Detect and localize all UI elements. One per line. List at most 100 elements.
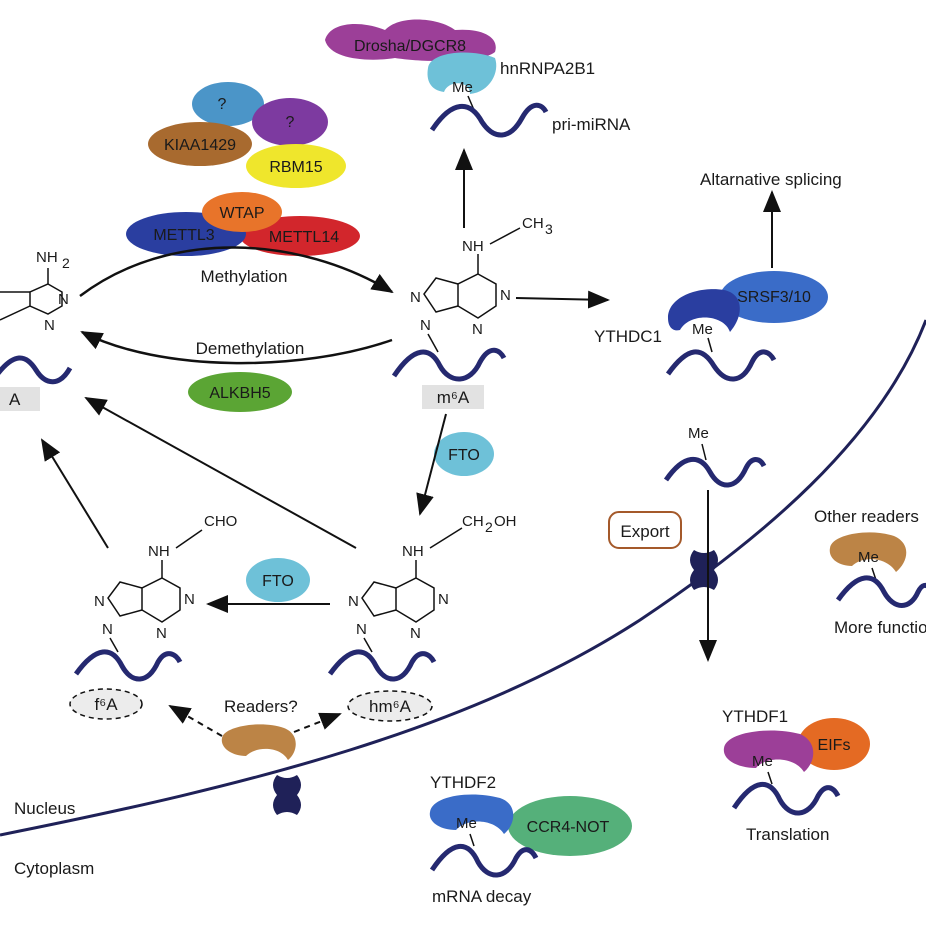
arrow-readers-to-hm6a [293, 712, 342, 733]
ythdf2-reader [429, 794, 514, 834]
svg-text:FTO: FTO [448, 447, 480, 464]
svg-text:RBM15: RBM15 [269, 159, 322, 176]
svg-text:Me: Me [456, 815, 477, 832]
pri-mirna-strand [429, 102, 549, 138]
f6a-ellipse: f⁶A [69, 688, 143, 720]
nuclear-membrane [0, 319, 926, 837]
svg-text:OH: OH [494, 513, 517, 530]
rna-strand-ythdc1 [665, 349, 777, 382]
hnrnpa2b1-blob [427, 52, 497, 94]
question-blob-1: ? [192, 82, 264, 126]
svg-text:N: N [420, 317, 431, 334]
hm6a-structure: NH CH 2 OH N N N N [348, 513, 517, 653]
demethylation-arrow [80, 330, 393, 365]
svg-text:Me: Me [858, 549, 879, 566]
nuclear-pore-right [690, 550, 718, 590]
svg-text:N: N [410, 289, 421, 306]
svg-text:Me: Me [752, 753, 773, 770]
rna-strand-f6a [73, 649, 183, 682]
svg-text:N: N [94, 593, 105, 610]
kiaa1429-blob: KIAA1429 [148, 122, 252, 166]
svg-text:2: 2 [485, 519, 493, 535]
svg-text:Me: Me [688, 425, 709, 442]
cytoplasm-label: Cytoplasm [14, 859, 94, 878]
svg-text:CHO: CHO [204, 513, 237, 530]
question-blob-2: ? [252, 98, 328, 146]
svg-text:WTAP: WTAP [219, 205, 264, 222]
rna-strand-other [835, 575, 926, 608]
svg-text:NH: NH [402, 543, 424, 560]
hnrnpa2b1-label: hnRNPA2B1 [500, 59, 595, 78]
svg-text:?: ? [286, 114, 295, 131]
m6a-label: m⁶A [437, 388, 470, 407]
rna-strand-translation [731, 781, 841, 816]
svg-text:N: N [44, 317, 55, 334]
readers-question-label: Readers? [224, 697, 298, 716]
translation-label: Translation [746, 825, 829, 844]
nucleus-label: Nucleus [14, 799, 75, 818]
nuclear-pore-left [273, 775, 301, 815]
svg-text:METTL14: METTL14 [269, 229, 339, 246]
svg-text:Export: Export [620, 522, 669, 541]
svg-text:N: N [348, 593, 359, 610]
svg-text:N: N [500, 287, 511, 304]
eifs-blob: EIFs [798, 718, 870, 770]
rbm15-blob: RBM15 [246, 144, 346, 188]
srsf-blob: SRSF3/10 [720, 271, 828, 323]
svg-text:EIFs: EIFs [818, 737, 851, 754]
hm6a-label: hm⁶A [369, 697, 412, 716]
wtap-blob: WTAP [202, 192, 282, 232]
other-reader-blob [829, 532, 907, 572]
svg-text:N: N [58, 291, 69, 308]
rna-strand-export [663, 456, 767, 488]
svg-text:N: N [410, 625, 421, 642]
drosha-label: Drosha/DGCR8 [354, 38, 466, 55]
svg-text:CH: CH [522, 215, 544, 232]
svg-text:KIAA1429: KIAA1429 [164, 137, 236, 154]
fto-blob-2: FTO [246, 558, 310, 602]
methylation-arrow [79, 246, 394, 297]
rna-strand-decay [429, 843, 539, 878]
ccr4-not-blob: CCR4-NOT [508, 796, 632, 856]
drosha-dgcr8-blob: Drosha/DGCR8 [325, 19, 496, 62]
alt-splicing-label: Altarnative splicing [700, 170, 842, 189]
svg-text:NH: NH [148, 543, 170, 560]
me-label-primirna: Me [452, 79, 473, 96]
fto-blob-1: FTO [434, 432, 494, 476]
svg-text:CCR4-NOT: CCR4-NOT [527, 819, 610, 836]
rna-strand-m6a [391, 347, 507, 382]
pri-mirna-label: pri-miRNA [552, 115, 631, 134]
readers-blob [221, 724, 296, 760]
svg-text:FTO: FTO [262, 573, 294, 590]
hm6a-ellipse: hm⁶A [347, 690, 433, 722]
m6a-structure: NH CH 3 N N N N [410, 215, 553, 353]
rna-strand-hm6a [327, 649, 437, 682]
more-functions-label: More functions [834, 618, 926, 637]
svg-text:N: N [156, 625, 167, 642]
svg-text:N: N [102, 621, 113, 638]
svg-text:N: N [472, 321, 483, 338]
ythdc1-reader [668, 289, 740, 332]
svg-text:SRSF3/10: SRSF3/10 [737, 289, 811, 306]
svg-text:CH: CH [462, 513, 484, 530]
arrow-to-ythdc1 [515, 290, 610, 309]
arrow-hm6a-to-a [84, 397, 357, 549]
svg-text:2: 2 [62, 255, 70, 271]
svg-text:N: N [356, 621, 367, 638]
demethylation-label: Demethylation [196, 339, 305, 358]
ythdf1-label: YTHDF1 [722, 707, 788, 726]
svg-text:N: N [438, 591, 449, 608]
ythdc1-label: YTHDC1 [594, 327, 662, 346]
arrow-f6a-to-a [40, 438, 109, 549]
ythdf2-label: YTHDF2 [430, 773, 496, 792]
svg-text:METTL3: METTL3 [153, 227, 214, 244]
methylation-label: Methylation [201, 267, 288, 286]
adenosine-structure: NH 2 N N [0, 249, 70, 334]
svg-text:3: 3 [545, 221, 553, 237]
arrow-readers-to-f6a [168, 705, 223, 737]
alkbh5-blob: ALKBH5 [188, 372, 292, 412]
svg-text:?: ? [218, 96, 227, 113]
arrow-m6a-to-hm6a [416, 413, 447, 516]
rna-strand-a [0, 355, 73, 385]
